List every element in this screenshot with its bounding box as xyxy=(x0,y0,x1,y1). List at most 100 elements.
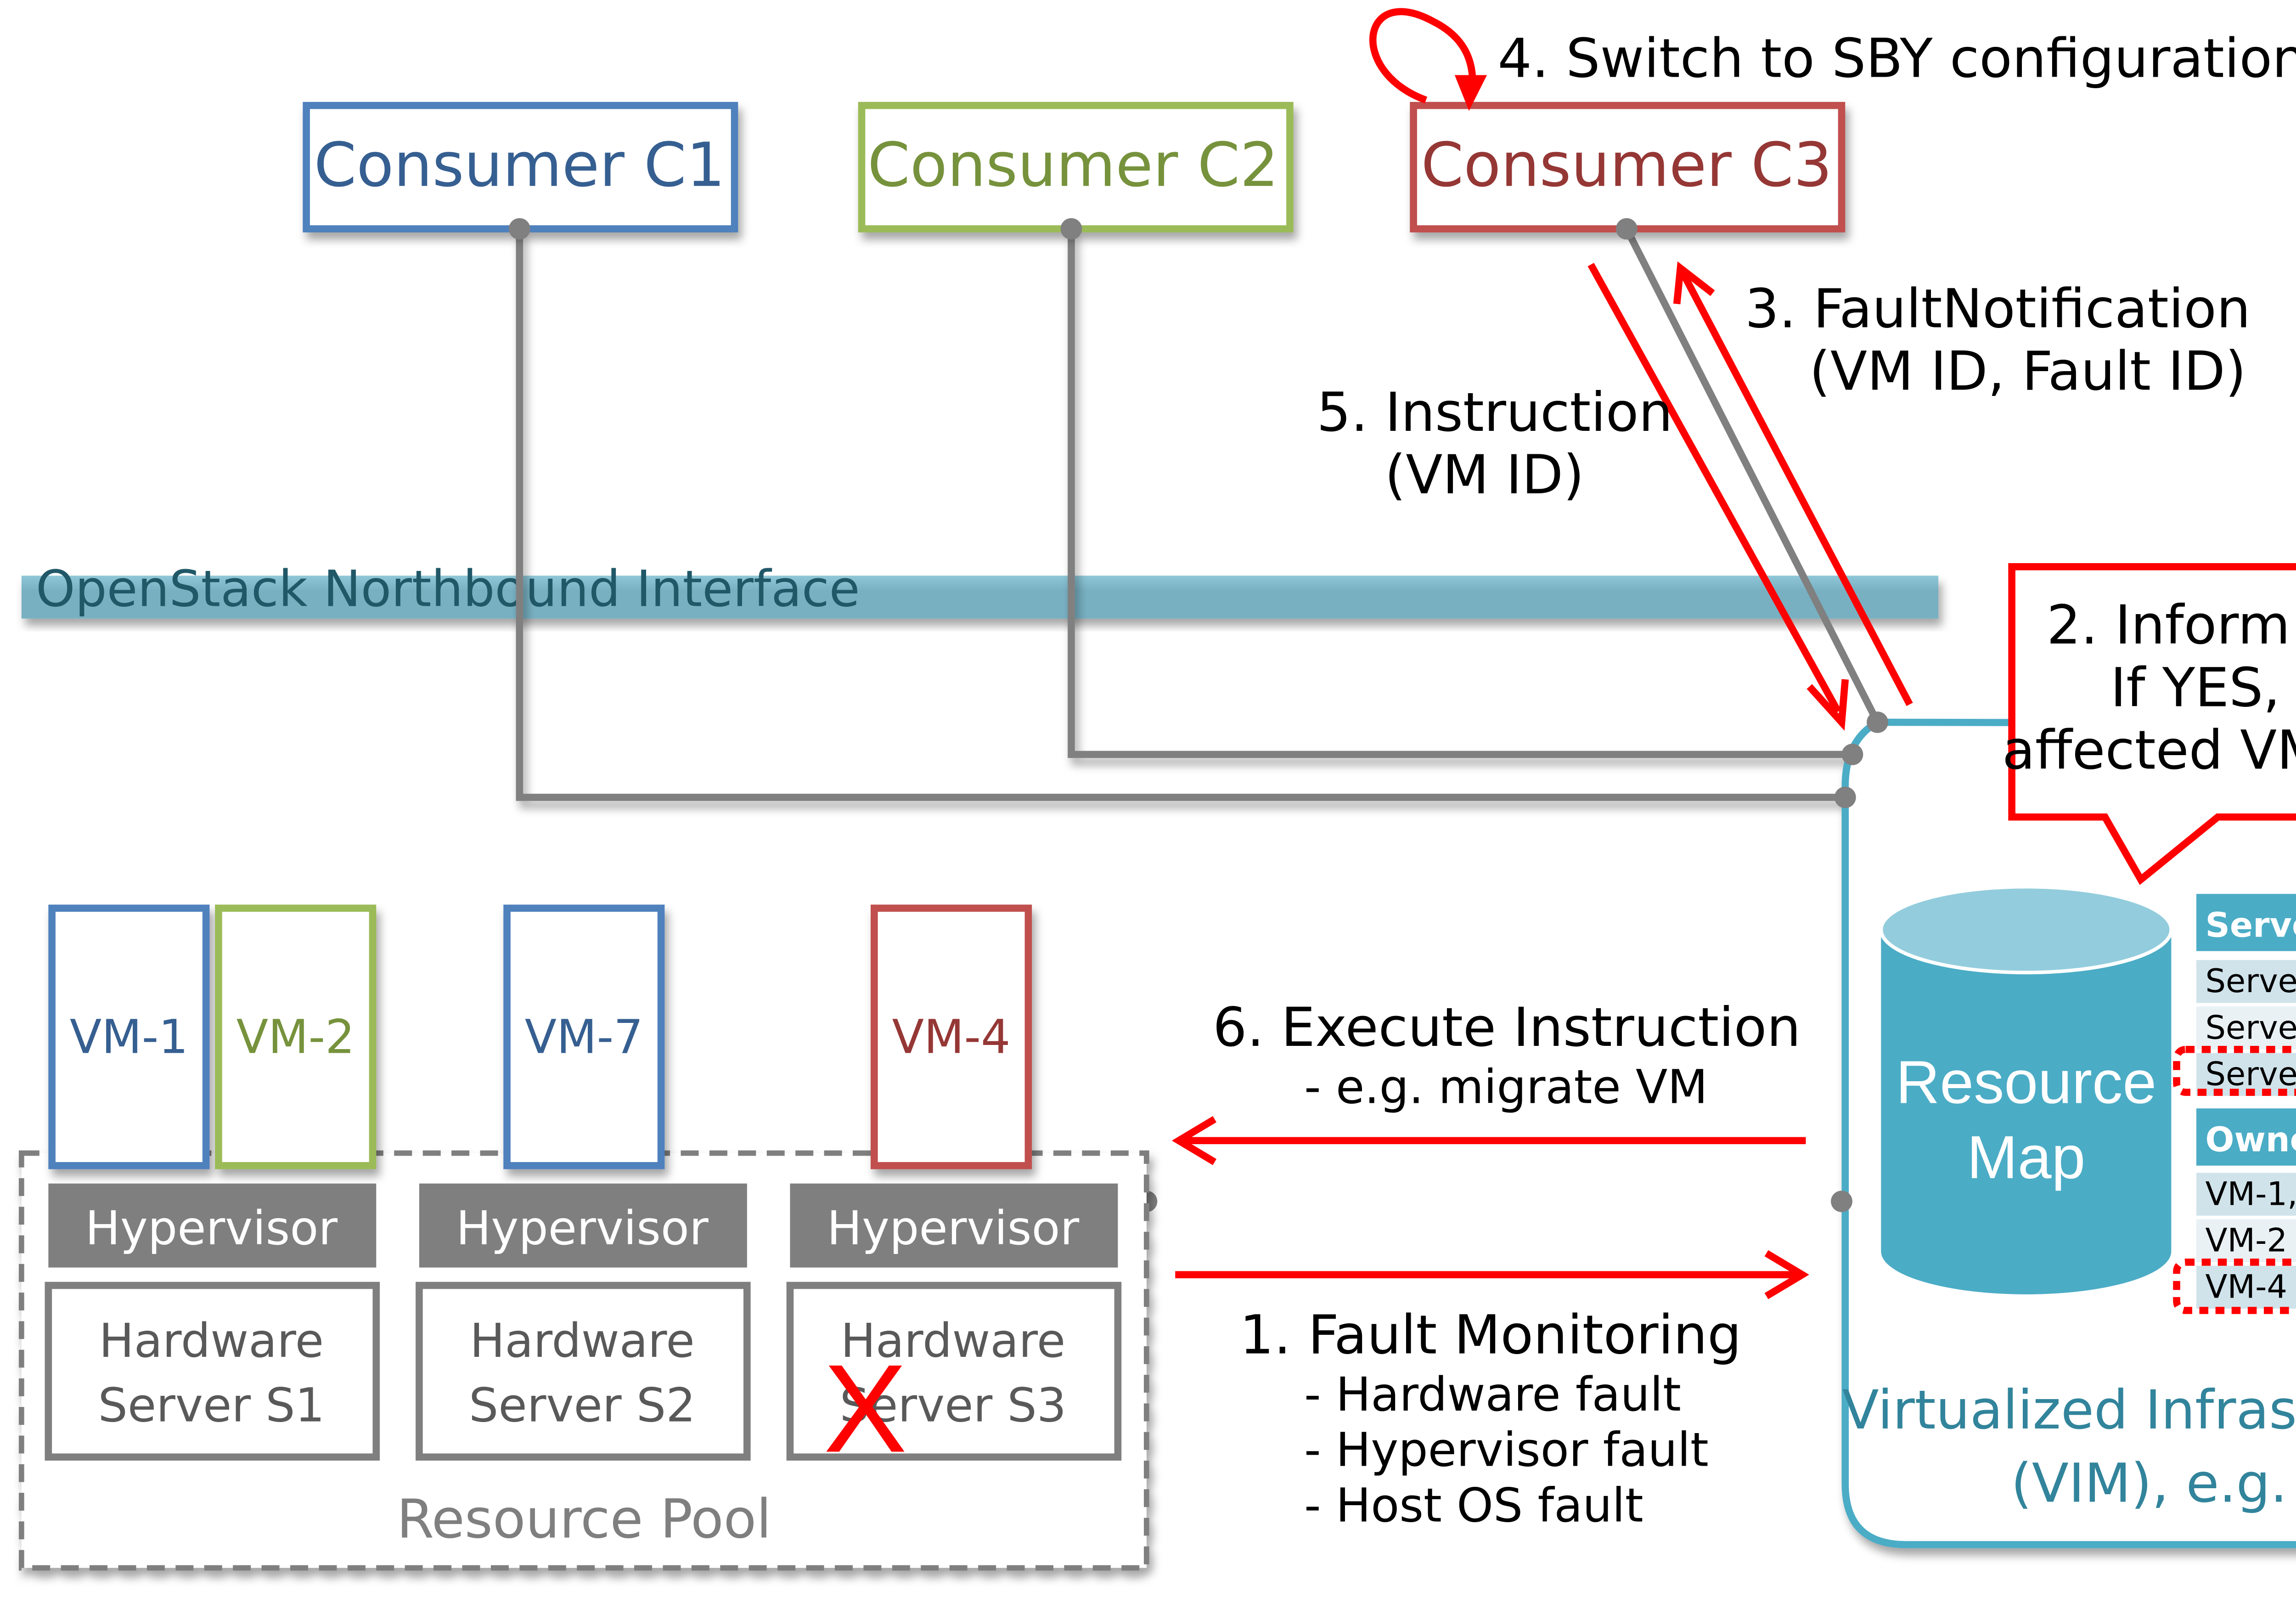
server_vm-row: Server S2VM-7 xyxy=(2196,1006,2296,1050)
ownership-cell-key: VM-4 xyxy=(2205,1268,2287,1306)
consumer-c3-box[interactable] xyxy=(1410,102,1846,232)
c1-connector xyxy=(516,229,1846,801)
consumer-c1-label: Consumer C1 xyxy=(314,130,725,201)
step3-subtitle: (VM ID, Fault ID) xyxy=(1809,340,2246,403)
vm-vm-1[interactable]: VM-1 xyxy=(48,904,210,1169)
pool-arrows xyxy=(1171,1116,1809,1299)
hardware-server-box[interactable] xyxy=(45,1282,380,1461)
vim-dot-c2 xyxy=(1841,744,1863,765)
consumer-c1[interactable]: Consumer C1 xyxy=(303,102,738,232)
step4-self-loop-arrow xyxy=(1369,8,1487,111)
step6-subtitle: - e.g. migrate VM xyxy=(1304,1060,1708,1114)
vm-box[interactable] xyxy=(215,904,377,1169)
connector-dots xyxy=(508,218,1638,240)
step2-line3: affected VMs from database xyxy=(2002,719,2296,782)
server_vm-cell-key: Server S2 xyxy=(2205,1009,2296,1046)
vm-label: VM-2 xyxy=(236,1010,355,1064)
hardware-label-line1: Hardware xyxy=(470,1314,695,1368)
step5-subtitle: (VM ID) xyxy=(1385,443,1584,506)
step1-title: 1. Fault Monitoring xyxy=(1240,1304,1742,1366)
hardware-label-line1: Hardware xyxy=(841,1314,1066,1368)
ownership-cell-bg xyxy=(2196,1219,2296,1262)
vm-vm-4[interactable]: VM-4 xyxy=(871,904,1032,1169)
hypervisor-label: Hypervisor xyxy=(85,1201,338,1255)
server-vm-header-bg xyxy=(2196,894,2296,951)
vm-label: VM-7 xyxy=(525,1010,643,1064)
hardware-server-box[interactable] xyxy=(416,1282,751,1461)
c2-dot xyxy=(1060,218,1082,240)
server-vm-rows: Server S1VM-1, VM-2Server S2VM-7Server S… xyxy=(2196,960,2296,1096)
diagonal-arrows xyxy=(1587,261,1913,731)
ownership-header: Ownership information xyxy=(2205,1120,2296,1160)
hardware-server-box[interactable] xyxy=(786,1282,1122,1461)
hardware-label-line1: Hardware xyxy=(99,1314,324,1368)
northbound-label: OpenStack Northbound Interface xyxy=(36,560,860,618)
connectors xyxy=(516,227,1881,1205)
step6-arrowhead-icon xyxy=(1171,1116,1217,1165)
consumer-c2-label: Consumer C2 xyxy=(867,130,1278,201)
step5-title: 5. Instruction xyxy=(1317,381,1672,444)
consumer-c2[interactable]: Consumer C2 xyxy=(858,102,1294,232)
c3-dot xyxy=(1615,218,1638,240)
server-vm-header: Server – VM mapping xyxy=(2205,906,2296,945)
consumer-c3[interactable]: Consumer C3 xyxy=(1410,102,1846,232)
step1-item-2: - Hypervisor fault xyxy=(1304,1423,1709,1477)
resource-map-database[interactable]: Resource Map xyxy=(1879,885,2173,1294)
vim-dot-pool xyxy=(1831,1191,1852,1212)
consumer-c2-box[interactable] xyxy=(858,102,1294,232)
vm-box[interactable] xyxy=(503,904,665,1169)
ownership-cell-key: VM-1, VM-7 xyxy=(2205,1175,2296,1213)
ownership-cell-bg xyxy=(2196,1173,2296,1216)
hypervisor-label: Hypervisor xyxy=(827,1201,1080,1255)
vm-label: VM-4 xyxy=(892,1010,1011,1064)
hypervisor-box[interactable] xyxy=(48,1183,377,1268)
vim-dot-c3 xyxy=(1867,711,1888,733)
hypervisor-box[interactable] xyxy=(419,1183,747,1268)
hardware-label-line2: Server S3 xyxy=(840,1378,1067,1432)
hardware-label-line2: Server S2 xyxy=(469,1378,696,1432)
c1-dot xyxy=(508,218,530,240)
loop-arrowhead-icon xyxy=(1454,75,1487,111)
vm-box[interactable] xyxy=(871,904,1032,1169)
vm-vm-7[interactable]: VM-7 xyxy=(503,904,665,1169)
resource-pool-label: Resource Pool xyxy=(397,1487,771,1550)
vim-title-line2: (VIM), e.g. OpenStack xyxy=(2011,1452,2296,1515)
step2-callout: 2. Inform the Consumer? If YES, find own… xyxy=(2002,563,2296,885)
resource-map-label-line2: Map xyxy=(1967,1123,2085,1191)
loop-arrow-icon xyxy=(1369,8,1476,104)
cylinder-top xyxy=(1879,885,2173,975)
ownership-cell-key: VM-2 xyxy=(2205,1222,2287,1259)
hardware-label-line2: Server S1 xyxy=(98,1378,325,1432)
ownership-cell-bg xyxy=(2196,1265,2296,1309)
hypervisor-box[interactable] xyxy=(790,1183,1118,1268)
server_vm-cell-bg xyxy=(2196,1006,2296,1050)
hypervisor-label: Hypervisor xyxy=(456,1201,709,1255)
ownership-header-bg xyxy=(2196,1108,2296,1166)
vm-boxes: VM-1 VM-2 VM-7 VM-4 xyxy=(48,904,1032,1169)
ownership-row: VM-1, VM-7Consumer C1 xyxy=(2196,1173,2296,1216)
vm-label: VM-1 xyxy=(70,1010,188,1064)
step3-title: 3. FaultNotification xyxy=(1745,277,2251,340)
callout-box xyxy=(2008,563,2296,885)
step3-arrow xyxy=(1677,266,1913,706)
cylinder-body xyxy=(1881,929,2172,1294)
server_vm-cell-key: Server S1 xyxy=(2205,962,2296,1000)
vm-box[interactable] xyxy=(48,904,210,1169)
step2-line1: 2. Inform the Consumer? xyxy=(2047,593,2296,656)
resource-map-label-line1: Resource xyxy=(1896,1049,2157,1117)
server_vm-cell-key: Server S3 xyxy=(2205,1056,2296,1093)
vm4-owner-highlight xyxy=(2173,1259,2296,1314)
c3-connector xyxy=(1623,227,1881,724)
failure-x-icon: X xyxy=(823,1338,907,1479)
step1-arrowhead-icon xyxy=(1764,1250,1809,1299)
server-vm-mapping-table: Server – VM mapping Server S1VM-1, VM-2S… xyxy=(2196,894,2296,1096)
vm-vm-2[interactable]: VM-2 xyxy=(215,904,377,1169)
ownership-table: Ownership information VM-1, VM-7Consumer… xyxy=(2196,1108,2296,1309)
